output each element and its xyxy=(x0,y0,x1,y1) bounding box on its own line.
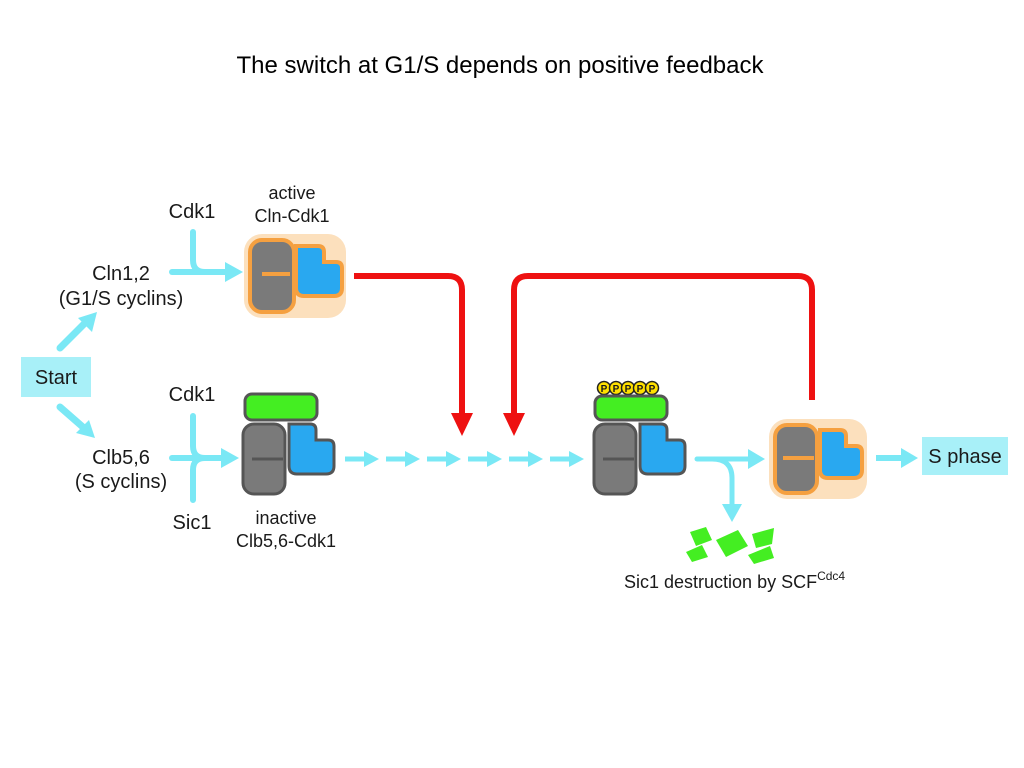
sic1-destruction-label: Sic1 destruction by SCFCdc4 xyxy=(624,569,845,592)
progression-arrow xyxy=(509,451,543,467)
s-phase-box: S phase xyxy=(922,437,1008,475)
feedback-arrow-from-clb xyxy=(503,273,815,436)
start-down-arrow xyxy=(56,403,95,438)
inactive-label-line2: Clb5,6-Cdk1 xyxy=(236,531,336,551)
feedback-arrow-from-cln xyxy=(354,273,473,436)
inactive-clb-cdk1-complex xyxy=(241,392,336,496)
phosphorylated-sic1-complex: P P P P P xyxy=(592,380,687,496)
progression-arrow xyxy=(345,451,379,467)
phospho-label: P xyxy=(625,384,632,395)
progression-arrows xyxy=(345,451,584,467)
start-up-arrow xyxy=(56,312,97,352)
phospho-label: P xyxy=(637,384,644,395)
phospho-tags: P P P P P xyxy=(596,380,660,396)
active-clb-cdk1-complex xyxy=(769,419,867,499)
clb-merge-arrow xyxy=(169,413,239,503)
phospho-label: P xyxy=(649,384,656,395)
destruction-superscript: Cdc4 xyxy=(817,569,845,583)
s-phase-arrow xyxy=(876,448,918,468)
cln-label-line2: (G1/S cyclins) xyxy=(59,288,183,310)
clb-label-line2: (S cyclins) xyxy=(75,471,167,493)
cdk1-bottom-label: Cdk1 xyxy=(169,384,216,406)
active-label-line2: Cln-Cdk1 xyxy=(254,206,329,226)
destruction-main-text: Sic1 destruction by SCF xyxy=(624,572,817,592)
page-title: The switch at G1/S depends on positive f… xyxy=(237,52,765,79)
start-box: Start xyxy=(21,357,91,397)
progression-arrow xyxy=(427,451,461,467)
release-arrow xyxy=(694,449,765,522)
s-phase-label: S phase xyxy=(928,446,1001,468)
active-cln-cdk1-complex xyxy=(244,234,346,318)
clb-label-line1: Clb5,6 xyxy=(92,447,150,469)
cln-label-line1: Cln1,2 xyxy=(92,263,150,285)
sic1-label: Sic1 xyxy=(173,512,212,534)
sic1-fragments xyxy=(686,527,774,564)
progression-arrow xyxy=(550,451,584,467)
inactive-label-line1: inactive xyxy=(255,508,316,528)
cln-merge-arrow xyxy=(169,229,243,282)
start-label: Start xyxy=(35,367,78,389)
progression-arrow xyxy=(468,451,502,467)
progression-arrow xyxy=(386,451,420,467)
cdk1-top-label: Cdk1 xyxy=(169,201,216,223)
phospho-label: P xyxy=(601,384,608,395)
phospho-label: P xyxy=(613,384,620,395)
active-label-line1: active xyxy=(268,183,315,203)
